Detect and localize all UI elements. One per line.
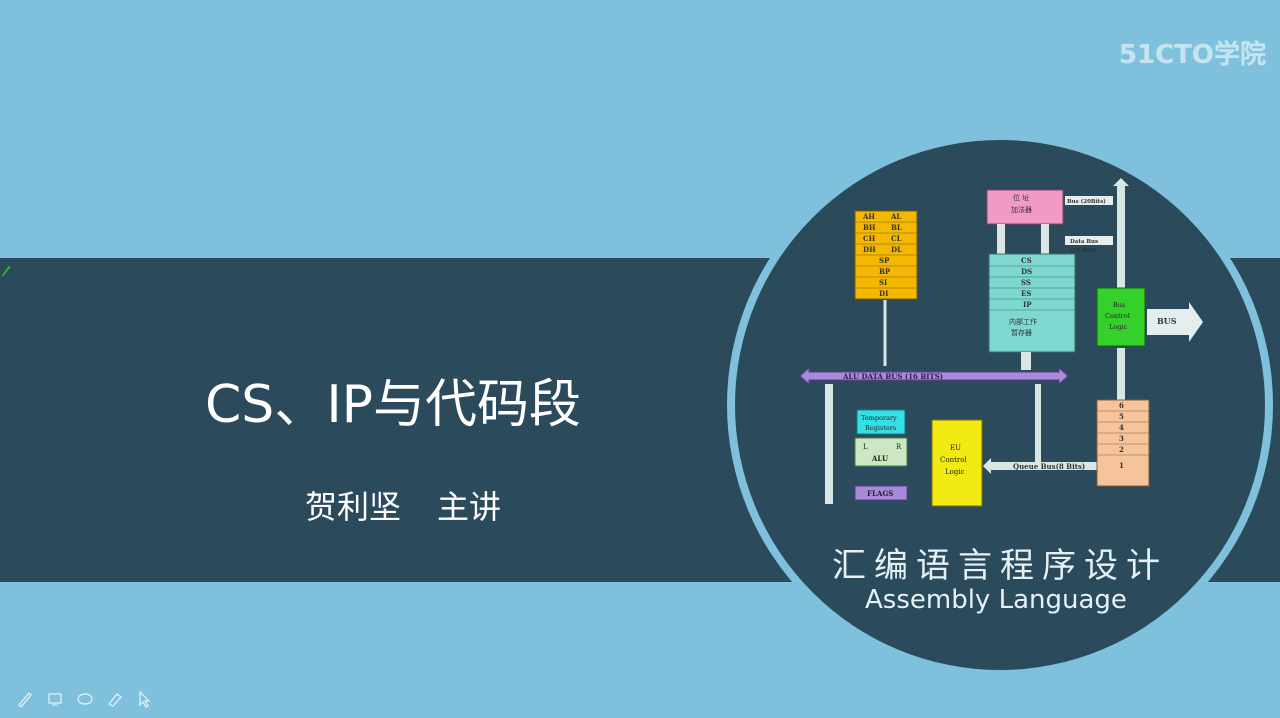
svg-text:FLAGS: FLAGS bbox=[867, 489, 893, 498]
svg-text:Logic: Logic bbox=[945, 468, 965, 476]
svg-text:ALU: ALU bbox=[871, 454, 888, 463]
svg-text:CS: CS bbox=[1021, 256, 1032, 265]
general-registers: AH AL BH BL CH CL DH DL SP BP SI DI bbox=[854, 210, 918, 300]
reg-ah: AH bbox=[862, 212, 875, 221]
svg-text:2: 2 bbox=[1119, 445, 1124, 454]
queue-bus: Queue Bus(8 Bits) bbox=[983, 458, 1097, 474]
svg-text:加法器: 加法器 bbox=[1011, 205, 1032, 214]
alu-block: L R ALU bbox=[854, 437, 908, 467]
pen-cursor-icon bbox=[0, 264, 12, 278]
presenter-name: 贺利坚 bbox=[305, 488, 402, 526]
svg-text:Queue Bus(8 Bits): Queue Bus(8 Bits) bbox=[1013, 462, 1085, 471]
reg-di: DI bbox=[879, 289, 888, 298]
reg-bh: BH bbox=[863, 223, 876, 232]
instruction-queue: 6 5 4 3 2 1 bbox=[1096, 399, 1150, 487]
reg-si: SI bbox=[879, 278, 887, 287]
bus-20-label: Bus (20Bits) bbox=[1067, 198, 1106, 205]
svg-text:6: 6 bbox=[1119, 401, 1124, 410]
flags-register: FLAGS bbox=[854, 485, 908, 501]
svg-text:R: R bbox=[896, 443, 902, 451]
svg-text:L: L bbox=[863, 443, 868, 451]
eraser-icon[interactable] bbox=[74, 688, 96, 710]
svg-text:暂存器: 暂存器 bbox=[1011, 328, 1032, 337]
svg-text:3: 3 bbox=[1119, 434, 1124, 443]
svg-text:5: 5 bbox=[1119, 412, 1124, 421]
highlighter-icon[interactable] bbox=[104, 688, 126, 710]
svg-text:内部工作: 内部工作 bbox=[1009, 317, 1037, 326]
svg-text:Control: Control bbox=[1105, 312, 1130, 320]
eu-control-logic: EU Control Logic bbox=[931, 419, 983, 507]
reg-dh: DH bbox=[863, 245, 876, 254]
reg-bp: BP bbox=[879, 267, 891, 276]
svg-text:ES: ES bbox=[1021, 289, 1031, 298]
watermark-logo: 51CTO学院 bbox=[1118, 40, 1266, 70]
bus-control-logic: Bus Control Logic bbox=[1096, 287, 1146, 347]
pointer-icon[interactable] bbox=[134, 688, 156, 710]
screen-icon[interactable] bbox=[44, 688, 66, 710]
svg-text:ALU DATA BUS (16 BITS): ALU DATA BUS (16 BITS) bbox=[842, 372, 943, 381]
svg-text:Logic: Logic bbox=[1109, 323, 1127, 331]
svg-text:Control: Control bbox=[940, 456, 967, 464]
cpu-architecture-diagram: AH AL BH BL CH CL DH DL SP BP SI DI 位 址 … bbox=[799, 178, 1203, 507]
svg-text:位 址: 位 址 bbox=[1013, 193, 1029, 202]
reg-cl: CL bbox=[891, 234, 902, 243]
svg-text:Registers: Registers bbox=[865, 424, 896, 432]
data-bus-label: Data Bus bbox=[1070, 239, 1098, 245]
temporary-registers: Temporary Registers bbox=[856, 409, 906, 435]
segment-registers: CS DS SS ES IP 内部工作 暂存器 bbox=[988, 253, 1076, 353]
reg-dl: DL bbox=[891, 245, 902, 254]
pen-icon[interactable] bbox=[14, 688, 36, 710]
svg-text:Bus: Bus bbox=[1113, 301, 1125, 309]
svg-text:1: 1 bbox=[1119, 461, 1124, 470]
reg-al: AL bbox=[890, 212, 901, 221]
course-title-cn: 汇编语言程序设计 bbox=[832, 546, 1168, 586]
course-title-en: Assembly Language bbox=[865, 585, 1127, 615]
svg-text:DS: DS bbox=[1021, 267, 1032, 276]
external-bus-arrow: BUS bbox=[1147, 302, 1203, 342]
reg-sp: SP bbox=[879, 256, 890, 265]
svg-text:BUS: BUS bbox=[1157, 316, 1177, 326]
svg-text:IP: IP bbox=[1023, 300, 1032, 309]
presenter-role: 主讲 bbox=[437, 488, 502, 526]
reg-bl: BL bbox=[891, 223, 902, 232]
presenter-line: 贺利坚主讲 bbox=[305, 482, 501, 528]
svg-text:Temporary: Temporary bbox=[861, 414, 897, 422]
reg-ch: CH bbox=[863, 234, 876, 243]
address-adder: 位 址 加法器 bbox=[986, 189, 1064, 225]
svg-text:4: 4 bbox=[1119, 423, 1124, 432]
svg-text:SS: SS bbox=[1021, 278, 1031, 287]
alu-data-bus: ALU DATA BUS (16 BITS) bbox=[799, 366, 1069, 386]
annotation-toolbar bbox=[14, 688, 156, 710]
svg-text:EU: EU bbox=[950, 444, 961, 452]
svg-text:(16 Bits): (16 Bits) bbox=[1070, 247, 1098, 254]
slide-title: CS、IP与代码段 bbox=[205, 375, 582, 435]
